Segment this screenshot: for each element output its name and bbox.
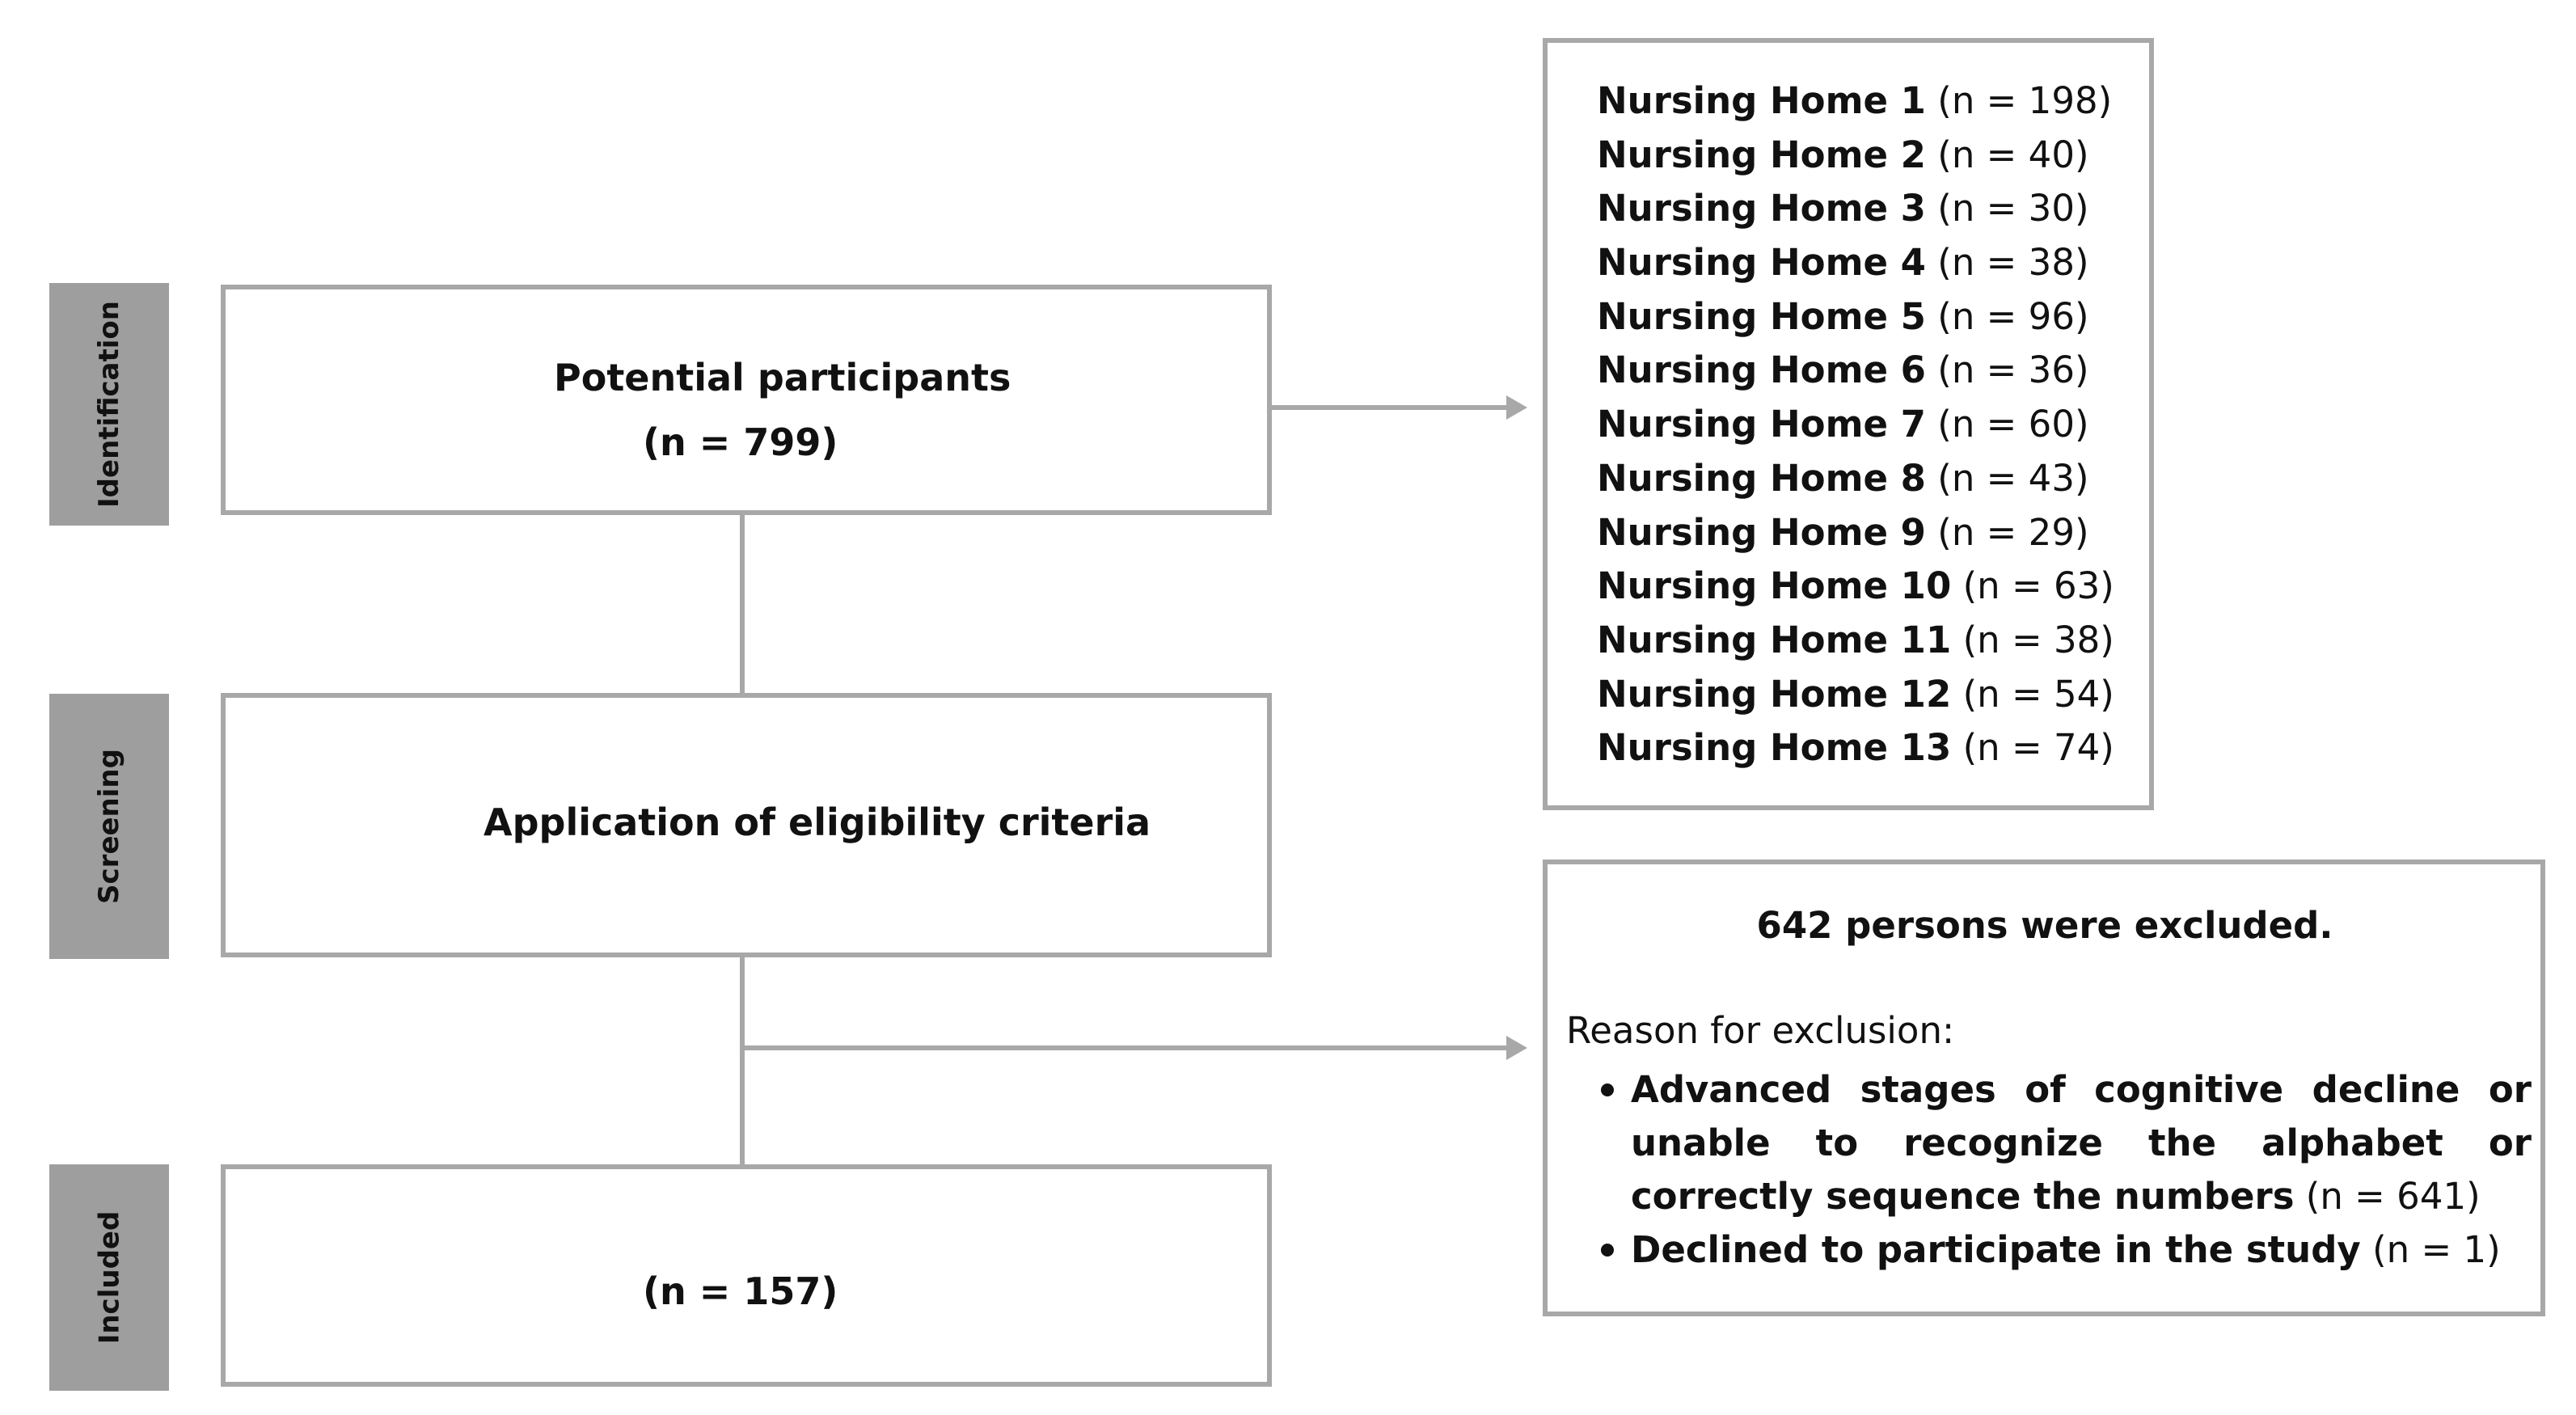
list-item: Nursing Home 8 (n = 43) <box>1597 452 2114 506</box>
nursing-home-count: (n = 38) <box>1962 618 2114 661</box>
list-item: Nursing Home 3 (n = 30) <box>1597 182 2114 236</box>
nursing-home-name: Nursing Home 1 <box>1597 79 1926 122</box>
nursing-home-count: (n = 96) <box>1937 294 2089 338</box>
list-item: Nursing Home 4 (n = 38) <box>1597 236 2114 290</box>
nursing-home-count: (n = 38) <box>1937 241 2089 285</box>
nursing-home-count: (n = 198) <box>1937 79 2113 122</box>
list-item: Nursing Home 2 (n = 40) <box>1597 129 2114 183</box>
potential-participants-count: (n = 799) <box>643 420 838 464</box>
nursing-home-count: (n = 74) <box>1962 726 2114 770</box>
potential-participants-box <box>221 285 1272 515</box>
nursing-home-name: Nursing Home 13 <box>1597 726 1952 770</box>
arrow-line-to-nursing-homes <box>1272 405 1508 410</box>
list-item: Nursing Home 1 (n = 198) <box>1597 74 2114 129</box>
list-item: Nursing Home 9 (n = 29) <box>1597 506 2114 560</box>
stage-label-included-text: Included <box>93 1210 126 1345</box>
exclusion-reason-label: Reason for exclusion: <box>1566 1009 1955 1052</box>
stage-label-screening: Screening <box>49 694 169 959</box>
included-box <box>221 1164 1272 1387</box>
nursing-home-name: Nursing Home 10 <box>1597 564 1952 608</box>
exclusion-reason-1: Advanced stages of cognitive decline or … <box>1631 1063 2532 1223</box>
nursing-homes-box <box>1543 38 2154 810</box>
nursing-home-name: Nursing Home 3 <box>1597 187 1926 230</box>
nursing-home-name: Nursing Home 12 <box>1597 672 1952 716</box>
nursing-home-count: (n = 63) <box>1962 564 2114 608</box>
nursing-home-name: Nursing Home 9 <box>1597 510 1926 554</box>
nursing-home-count: (n = 60) <box>1937 403 2089 446</box>
eligibility-box <box>221 693 1272 957</box>
list-item: Nursing Home 10 (n = 63) <box>1597 560 2114 614</box>
nursing-home-count: (n = 29) <box>1937 510 2089 554</box>
connector-identification-screening <box>740 515 745 693</box>
list-item: Nursing Home 6 (n = 36) <box>1597 344 2114 398</box>
stage-label-identification-text: Identification <box>93 301 125 508</box>
arrow-line-to-exclusions <box>745 1045 1508 1050</box>
nursing-home-name: Nursing Home 2 <box>1597 133 1926 176</box>
list-item: Nursing Home 13 (n = 74) <box>1597 721 2114 775</box>
stage-label-included: Included <box>49 1164 169 1391</box>
nursing-home-count: (n = 30) <box>1937 187 2089 230</box>
list-item: Nursing Home 5 (n = 96) <box>1597 290 2114 344</box>
exclusion-box <box>1543 860 2545 1316</box>
nursing-home-name: Nursing Home 7 <box>1597 403 1926 446</box>
bullet-icon <box>1601 1244 1614 1257</box>
nursing-home-name: Nursing Home 5 <box>1597 294 1926 338</box>
exclusion-reason-2-text: Declined to participate in the study <box>1631 1228 2361 1271</box>
list-item: Nursing Home 7 (n = 60) <box>1597 398 2114 452</box>
connector-screening-included <box>740 957 745 1164</box>
potential-participants-title: Potential participants <box>554 356 1011 399</box>
exclusion-reason-1-text: Advanced stages of cognitive decline or … <box>1631 1068 2532 1218</box>
list-item: Nursing Home 12 (n = 54) <box>1597 668 2114 722</box>
included-count: (n = 157) <box>643 1269 838 1313</box>
nursing-home-count: (n = 36) <box>1937 348 2089 392</box>
exclusion-title: 642 persons were excluded. <box>1756 904 2333 947</box>
exclusion-reason-2: Declined to participate in the study (n … <box>1631 1223 2532 1277</box>
exclusion-reason-1-count: (n = 641) <box>2305 1175 2481 1218</box>
nursing-home-count: (n = 54) <box>1962 672 2114 716</box>
list-item: Nursing Home 11 (n = 38) <box>1597 614 2114 668</box>
eligibility-title: Application of eligibility criteria <box>484 800 1151 844</box>
nursing-home-name: Nursing Home 11 <box>1597 618 1952 661</box>
nursing-home-name: Nursing Home 8 <box>1597 456 1926 500</box>
stage-label-screening-text: Screening <box>93 749 125 904</box>
exclusion-reason-2-count: (n = 1) <box>2372 1228 2501 1271</box>
stage-label-identification: Identification <box>49 283 169 526</box>
nursing-home-list: Nursing Home 1 (n = 198) Nursing Home 2 … <box>1597 74 2114 775</box>
arrowhead-to-exclusions <box>1506 1036 1527 1060</box>
nursing-home-name: Nursing Home 4 <box>1597 241 1926 285</box>
bullet-icon <box>1601 1083 1614 1096</box>
nursing-home-count: (n = 43) <box>1937 456 2089 500</box>
nursing-home-count: (n = 40) <box>1937 133 2089 176</box>
arrowhead-to-nursing-homes <box>1506 395 1527 420</box>
nursing-home-name: Nursing Home 6 <box>1597 348 1926 392</box>
